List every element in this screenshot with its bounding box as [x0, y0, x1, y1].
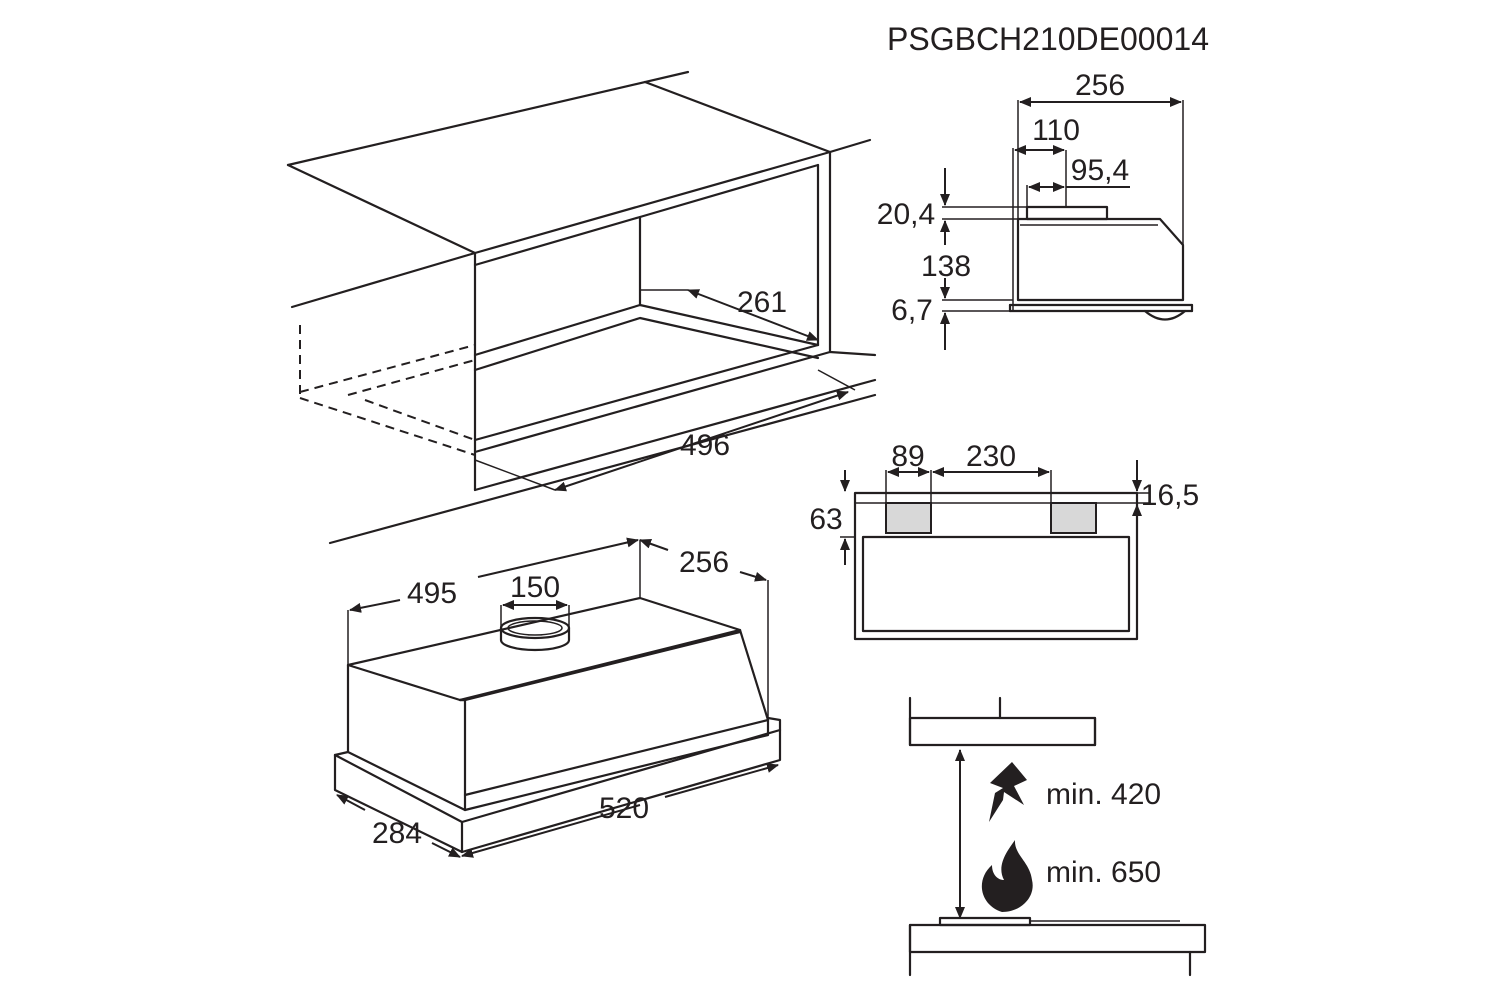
hood-drawing: [333, 537, 782, 858]
side-view-drawing: [940, 97, 1194, 350]
side-duct-height-label: 20,4: [877, 198, 935, 231]
dimension-line-520-right: [664, 763, 779, 798]
top-left-offset-label: 89: [891, 440, 924, 473]
diagram-code: PSGBCH210DE00014: [887, 21, 1209, 57]
hood-depth-bottom-label: 284: [372, 817, 422, 850]
hood-depth-top-label: 256: [679, 546, 729, 579]
side-duct-offset-label: 110: [1032, 114, 1080, 147]
duct-diameter-label: 150: [510, 571, 560, 604]
dimension-line-284-left: [336, 794, 366, 811]
lightning-icon: [989, 762, 1027, 822]
flame-icon: [981, 840, 1033, 912]
dimension-line-284-right: [431, 842, 461, 858]
dimension-line-520-left: [461, 804, 641, 858]
side-duct-width-label: 95,4: [1071, 154, 1129, 187]
hood-width-top-label: 495: [407, 577, 457, 610]
dimension-line-495-left: [349, 599, 401, 613]
cabinet-depth-label: 261: [737, 286, 787, 319]
cabinet-drawing: [286, 70, 877, 545]
cabinet-width-label: 496: [680, 429, 730, 462]
hood-width-bottom-label: 520: [599, 792, 649, 825]
dimension-line-496: [554, 390, 849, 492]
dimension-line-261: [687, 289, 819, 341]
clearance-gas-label: min. 650: [1046, 856, 1161, 889]
clearance-drawing: [908, 696, 1207, 977]
dimension-line-495-right: [477, 537, 639, 578]
dimension-line-256-right: [739, 571, 767, 582]
side-bottom-height-label: 6,7: [891, 294, 933, 327]
side-total-depth-label: 256: [1075, 69, 1125, 102]
clearance-electric-label: min. 420: [1046, 778, 1161, 811]
top-spacing-label: 230: [966, 440, 1016, 473]
top-right-height-label: 16,5: [1141, 479, 1199, 512]
top-left-height-label: 63: [809, 503, 842, 536]
side-body-height-label: 138: [921, 250, 971, 283]
top-view-drawing: [840, 460, 1150, 641]
dimension-line-256-left: [639, 538, 669, 551]
